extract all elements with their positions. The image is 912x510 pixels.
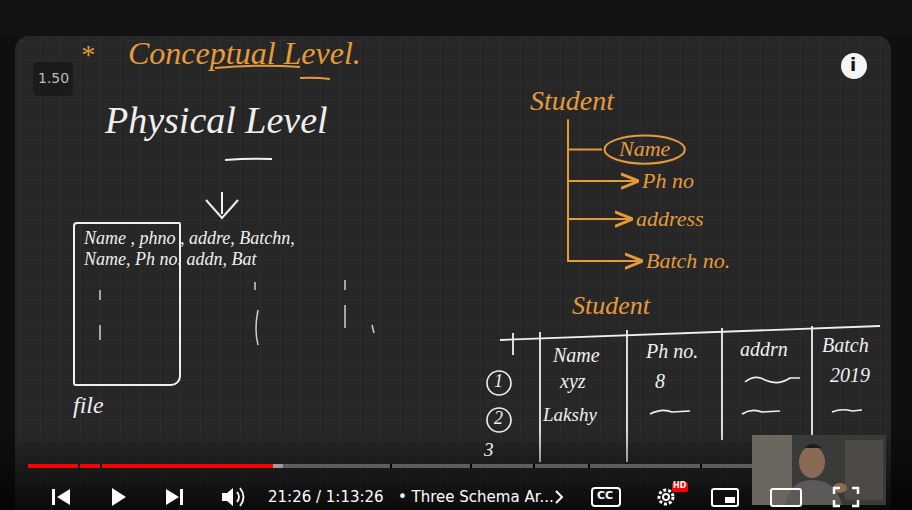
callout-circles: [487, 371, 511, 432]
table-header: Batch: [822, 334, 869, 356]
tree-connector: [568, 120, 631, 219]
attribute-node: Ph no: [638, 167, 698, 195]
bullet-star: *: [80, 40, 94, 71]
underline: [300, 78, 330, 79]
file-box: file: [73, 222, 181, 427]
down-arrow-head: [206, 200, 238, 218]
table-header: Name: [553, 344, 600, 366]
node-text: Batch no.: [646, 249, 730, 273]
table-cell: Lakshy: [543, 405, 597, 426]
node-text: Ph no: [642, 169, 694, 193]
table-cell: 8: [655, 370, 665, 392]
hd-text: HD: [673, 482, 686, 491]
record-row: Name, Ph no. addn, Bat: [82, 250, 259, 270]
attribute-node: Batch no.: [642, 247, 734, 275]
heading: Conceptual Level.: [128, 36, 361, 71]
chapter-title: • Three Schema Ar...: [398, 489, 554, 506]
table-cell: 2019: [830, 364, 870, 386]
callout-number: 2: [494, 409, 503, 429]
attribute-node: Student: [526, 84, 618, 119]
top-strip: [0, 0, 912, 36]
speed-badge: [33, 62, 73, 96]
hd-badge: [672, 482, 688, 492]
ellipse-shape: [605, 136, 685, 164]
underline: [225, 159, 272, 160]
progress-played: [28, 464, 273, 468]
node-text: Name: [619, 137, 670, 161]
webcam-thumbnail: [752, 435, 886, 505]
circled-attribute: Name: [603, 134, 686, 165]
down-arrow: [221, 192, 223, 214]
attribute-node: address: [632, 205, 708, 233]
heading: Physical Level: [105, 100, 328, 142]
progress-buffer: [28, 464, 283, 468]
table-header: addrn: [740, 338, 788, 360]
info-glyph: i: [850, 55, 856, 75]
chapter-gaps: [78, 464, 702, 468]
node-text: address: [636, 207, 704, 231]
time-text: 21:26 / 1:13:26: [268, 489, 384, 506]
control-shade: [0, 430, 912, 510]
callout-number: 1: [494, 372, 503, 392]
callout-number: 3: [484, 440, 494, 461]
player-controls: [52, 488, 858, 506]
speed-text: 1.50: [38, 71, 69, 86]
node-text: Student: [530, 86, 614, 117]
file-outline: [73, 222, 181, 386]
table-header: Ph no.: [646, 340, 698, 362]
table-title: Student: [572, 292, 650, 321]
node-text: file: [73, 392, 104, 418]
table-cell: xyz: [560, 370, 586, 392]
tree-connector: [568, 120, 602, 150]
record-strokes: [100, 280, 374, 358]
info-icon: [841, 53, 867, 79]
record-row: Name , phno , addre, Batchn,: [82, 229, 297, 249]
cc-text: CC: [597, 490, 613, 502]
